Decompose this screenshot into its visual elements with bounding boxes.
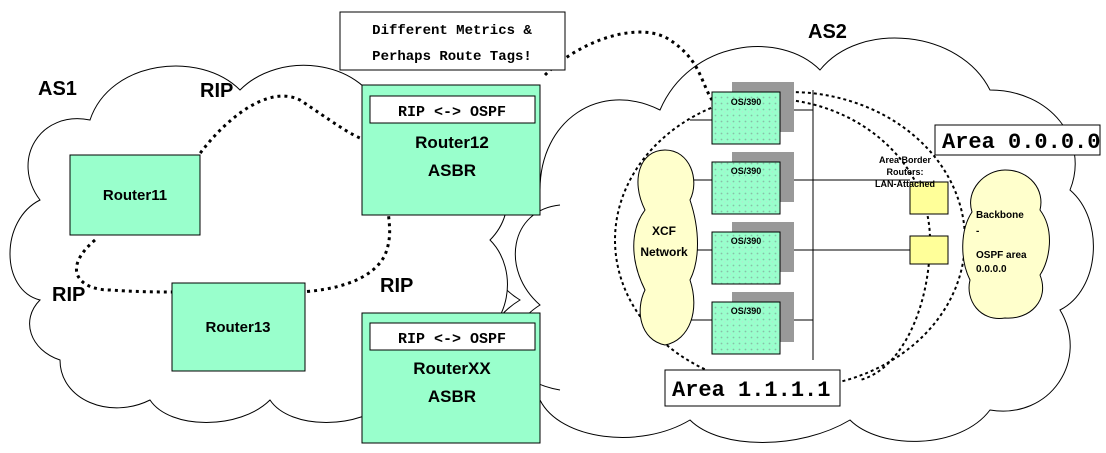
- backbone-line3: OSPF area: [976, 250, 1027, 261]
- router12-tag-box: [369, 95, 536, 124]
- area-1-label-box: Area 1.1.1.1: [664, 369, 841, 407]
- os390-label-4: OS/390: [731, 306, 762, 316]
- as1-label: AS1: [38, 78, 77, 100]
- server-body: [711, 301, 781, 355]
- router12-node: RIP <-> OSPF Router12 ASBR: [361, 84, 541, 216]
- xcf-label-line2: Network: [640, 245, 688, 259]
- router12-role: ASBR: [428, 161, 476, 180]
- routerxx-role: ASBR: [428, 387, 476, 406]
- rip-label-left: RIP: [52, 284, 85, 306]
- routerxx-tag: RIP <-> OSPF: [398, 331, 506, 348]
- abr-boundary: [789, 99, 932, 381]
- os390-label-1: OS/390: [731, 97, 762, 107]
- rip-label-right: RIP: [380, 275, 413, 297]
- callout-box: Different Metrics & Perhaps Route Tags!: [339, 11, 566, 71]
- server-body: [711, 231, 781, 285]
- abr-note-line1: Area Border: [879, 155, 932, 165]
- router12-name: Router12: [415, 133, 489, 152]
- abr-note-line3: LAN-Attached: [875, 179, 935, 189]
- abr-box-1: [909, 181, 949, 215]
- os390-server-2: OS/390: [711, 152, 794, 215]
- as2-label: AS2: [808, 21, 847, 43]
- area-0-label-box: Area 0.0.0.0: [934, 124, 1101, 156]
- rip-link-router11-router12: [173, 94, 366, 196]
- os390-server-1: OS/390: [711, 82, 794, 145]
- router11-node: Router11: [69, 154, 201, 236]
- server-body: [711, 91, 781, 145]
- router11-label: Router11: [103, 187, 167, 204]
- backbone-line2: -: [976, 226, 979, 237]
- os390-label-3: OS/390: [731, 236, 762, 246]
- router13-node: Router13: [171, 282, 306, 372]
- backbone-cloud: [962, 169, 1050, 319]
- callout-line2: Perhaps Route Tags!: [372, 49, 532, 65]
- xcf-label-line1: XCF: [652, 224, 676, 238]
- backbone-line1: Backbone: [976, 210, 1024, 221]
- routerxx-node: RIP <-> OSPF RouterXX ASBR: [361, 312, 541, 444]
- router13-label: Router13: [205, 319, 270, 336]
- os390-server-4: OS/390: [711, 292, 794, 355]
- backbone-line4: 0.0.0.0: [976, 264, 1007, 275]
- abr-note-line2: Routers:: [886, 167, 923, 177]
- rip-link-router13-router12: [264, 204, 392, 294]
- area-1-label: Area 1.1.1.1: [672, 378, 830, 403]
- router12-tag: RIP <-> OSPF: [398, 104, 506, 121]
- routerxx-name: RouterXX: [413, 359, 491, 378]
- rip-label-top: RIP: [200, 80, 233, 102]
- os390-server-3: OS/390: [711, 222, 794, 285]
- routerxx-tag-box: [369, 322, 536, 351]
- server-body: [711, 161, 781, 215]
- xcf-cloud: [633, 149, 698, 346]
- callout-line1: Different Metrics &: [372, 23, 532, 39]
- area-0-label: Area 0.0.0.0: [942, 130, 1100, 155]
- os390-label-2: OS/390: [731, 166, 762, 176]
- abr-box-2: [909, 235, 949, 265]
